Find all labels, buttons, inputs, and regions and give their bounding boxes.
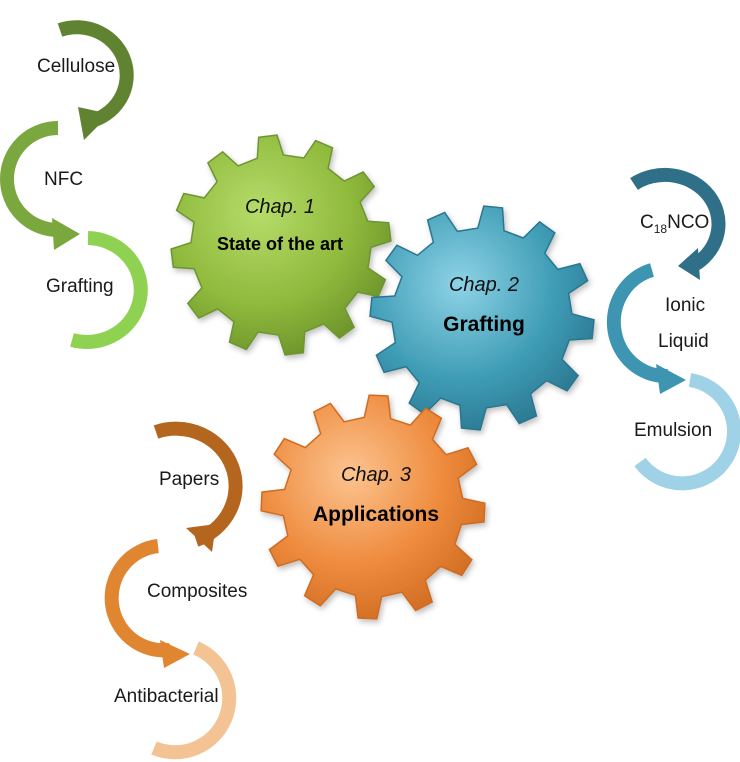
chain3-label-antibacterial: Antibacterial	[114, 686, 219, 707]
chain2-label-c18nco: C18NCO	[640, 212, 710, 236]
arc-arrow-c18nco	[630, 168, 726, 270]
chain1-label-grafting: Grafting	[46, 276, 114, 297]
gear3-title: Applications	[312, 503, 439, 526]
gear-chapter-2	[369, 205, 595, 431]
arc-arrow-nfc	[0, 121, 59, 237]
arrowhead-composites	[160, 640, 190, 668]
arc-arrow-cellulose	[57, 20, 134, 129]
chain2-label-emulsion: Emulsion	[634, 420, 713, 441]
arc-arrow-ionic-liquid	[606, 263, 669, 384]
arc-arrow-composites	[104, 539, 171, 658]
arc-arrow-papers	[153, 421, 243, 547]
gear1-title: State of the art	[216, 234, 344, 254]
chain2-label-ionic: Ionic	[665, 295, 706, 316]
arrowhead-c18nco	[678, 248, 700, 280]
chain1-label-nfc: NFC	[44, 169, 84, 190]
gear-chapter-3	[260, 394, 486, 620]
chain1-label-cellulose: Cellulose	[37, 56, 116, 77]
gear3-chapter-label: Chap. 3	[340, 464, 412, 486]
chain2-label-liquid: Liquid	[658, 331, 709, 352]
gear2-title: Grafting	[443, 313, 525, 336]
arrowhead-papers	[186, 524, 216, 552]
gear-1-shape	[170, 134, 392, 356]
arrowhead-nfc	[52, 218, 80, 250]
chain-chapter-3-arrows	[104, 421, 243, 760]
gear-3-shape	[260, 394, 486, 620]
chain3-label-composites: Composites	[147, 581, 248, 602]
gear2-chapter-label: Chap. 2	[448, 274, 520, 296]
arc-arrow-antibacterial	[151, 641, 237, 760]
arrowhead-cellulose	[78, 107, 110, 140]
arrowhead-ionic-liquid	[656, 364, 686, 394]
arc-arrow-grafting	[70, 231, 148, 349]
chain-chapter-2-arrows	[606, 168, 740, 491]
gear1-chapter-label: Chap. 1	[244, 196, 316, 218]
gear-2-shape	[369, 205, 595, 431]
arc-arrow-emulsion	[634, 373, 740, 491]
chain3-label-papers: Papers	[159, 469, 220, 490]
chain-chapter-1-arrows	[0, 20, 148, 349]
gear-chapter-1	[170, 134, 392, 356]
